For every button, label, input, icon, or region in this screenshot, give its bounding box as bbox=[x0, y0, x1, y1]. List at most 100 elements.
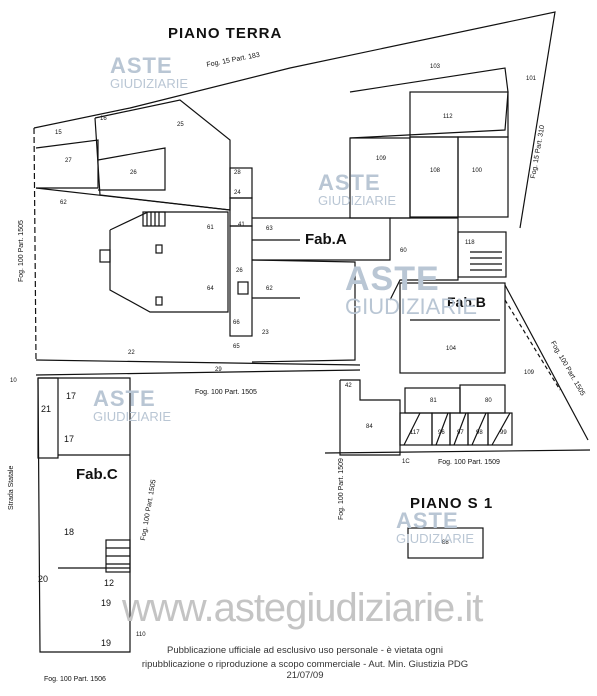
block-64 bbox=[237, 281, 249, 295]
block-84 bbox=[339, 379, 401, 456]
room-66: 66 bbox=[233, 320, 240, 326]
watermark-brand-sub: GIUDIZIARIE bbox=[396, 531, 475, 546]
boundary-lower-right bbox=[324, 449, 591, 454]
block-100 bbox=[457, 136, 509, 218]
wall-62 bbox=[35, 187, 231, 211]
boundary-right-lower bbox=[504, 299, 561, 391]
block-108 bbox=[409, 136, 459, 218]
room-112: 112 bbox=[443, 114, 453, 120]
column-2 bbox=[155, 296, 163, 306]
room-28: 28 bbox=[234, 170, 241, 176]
room-80: 80 bbox=[485, 398, 492, 404]
room-81: 81 bbox=[430, 398, 437, 404]
label-fab-b: Fab.B bbox=[447, 294, 486, 310]
boundary-left bbox=[33, 127, 37, 361]
heading-basement: PIANO S 1 bbox=[410, 495, 494, 512]
watermark-brand: ASTE bbox=[396, 508, 459, 533]
block-27 bbox=[35, 139, 99, 189]
room-96: 96 bbox=[438, 430, 445, 436]
room-23: 23 bbox=[262, 330, 269, 336]
footer-line-1: Pubblicazione ufficiale ad esclusivo uso… bbox=[166, 645, 444, 656]
room-29: 29 bbox=[215, 367, 222, 373]
block-26 bbox=[97, 147, 166, 191]
room-62: 62 bbox=[60, 200, 67, 206]
watermark-top-left: ASTE GIUDIZIARIE bbox=[110, 53, 189, 91]
boundary-right-diagonal bbox=[504, 284, 589, 441]
heading-ground-floor: PIANO TERRA bbox=[168, 25, 283, 42]
room-109: 109 bbox=[376, 156, 387, 162]
watermark-brand: ASTE bbox=[110, 53, 173, 78]
stair-41 bbox=[142, 211, 166, 227]
room-99: 99 bbox=[500, 430, 507, 436]
room-26: 26 bbox=[130, 170, 137, 176]
wall-22 bbox=[35, 359, 361, 366]
block-25 bbox=[94, 99, 231, 211]
watermark-brand: ASTE bbox=[93, 386, 156, 411]
room-10: 10 bbox=[10, 378, 17, 384]
block-99 bbox=[487, 412, 513, 446]
hatch-3 bbox=[453, 412, 467, 446]
room-15: 15 bbox=[55, 130, 62, 136]
room-20: 20 bbox=[38, 574, 49, 584]
watermark-brand-sub: GIUDIZIARIE bbox=[345, 294, 478, 319]
room-22: 22 bbox=[128, 350, 135, 356]
room-12: 12 bbox=[104, 578, 115, 588]
property-boundary bbox=[33, 11, 556, 229]
room-62b: 62 bbox=[266, 286, 273, 292]
room-42: 42 bbox=[345, 383, 352, 389]
block-97 bbox=[449, 412, 469, 446]
room-25: 25 bbox=[177, 122, 184, 128]
room-26b: 26 bbox=[236, 268, 243, 274]
room-101: 101 bbox=[526, 76, 537, 82]
room-64: 64 bbox=[207, 286, 214, 292]
block-117 bbox=[399, 412, 433, 446]
room-19b: 19 bbox=[101, 638, 112, 648]
fab-b-outline bbox=[399, 282, 506, 374]
fab-c-outline bbox=[37, 377, 131, 653]
basement-room-88 bbox=[407, 527, 484, 559]
room-16: 16 bbox=[100, 116, 107, 122]
label-fab-c: Fab.C bbox=[76, 466, 118, 483]
room-100: 100 bbox=[472, 168, 483, 174]
room-110: 110 bbox=[136, 632, 146, 638]
room-41: 41 bbox=[238, 222, 245, 228]
watermark-brand-sub: GIUDIZIARIE bbox=[318, 193, 397, 208]
room-63: 63 bbox=[266, 226, 273, 232]
room-17a: 17 bbox=[66, 391, 77, 401]
hatch-1 bbox=[403, 412, 421, 446]
block-central bbox=[229, 225, 253, 337]
watermark-right: ASTE GIUDIZIARIE bbox=[345, 262, 477, 318]
fab-a-outline bbox=[252, 217, 391, 261]
room-117: 117 bbox=[410, 430, 420, 436]
watermark-center: ASTE GIUDIZIARIE bbox=[318, 172, 397, 208]
block-96 bbox=[431, 412, 451, 446]
watermark-bottom-right: ASTE GIUDIZIARIE bbox=[396, 508, 475, 546]
room-97: 97 bbox=[457, 430, 464, 436]
label-fab-a: Fab.A bbox=[305, 231, 347, 248]
footer-line-2: ripubblicazione o riproduzione a scopo c… bbox=[141, 659, 469, 682]
block-98 bbox=[467, 412, 489, 446]
room-109b: 109 bbox=[524, 370, 535, 376]
column-1 bbox=[155, 244, 163, 254]
room-103: 103 bbox=[430, 64, 441, 70]
room-24: 24 bbox=[234, 190, 241, 196]
parcel-label-mid: Fog. 100 Part. 1505 bbox=[195, 389, 257, 396]
room-19a: 19 bbox=[101, 598, 112, 608]
hatch-4 bbox=[471, 412, 487, 446]
window-left bbox=[99, 249, 111, 263]
room-61: 61 bbox=[207, 225, 214, 231]
room-21: 21 bbox=[41, 404, 52, 414]
room-104: 104 bbox=[446, 346, 457, 352]
room-65: 65 bbox=[233, 344, 240, 350]
wall-29 bbox=[35, 369, 361, 376]
room-18: 18 bbox=[64, 527, 75, 537]
watermark-brand-sub: GIUDIZIARIE bbox=[110, 76, 189, 91]
room-84: 84 bbox=[366, 424, 373, 430]
watermark-brand-sub: GIUDIZIARIE bbox=[93, 409, 172, 424]
parcel-label-left: Fog. 100 Part. 1505 bbox=[18, 220, 25, 282]
block-21 bbox=[37, 377, 59, 459]
room-27: 27 bbox=[65, 158, 72, 164]
room-88: 88 bbox=[442, 540, 449, 546]
